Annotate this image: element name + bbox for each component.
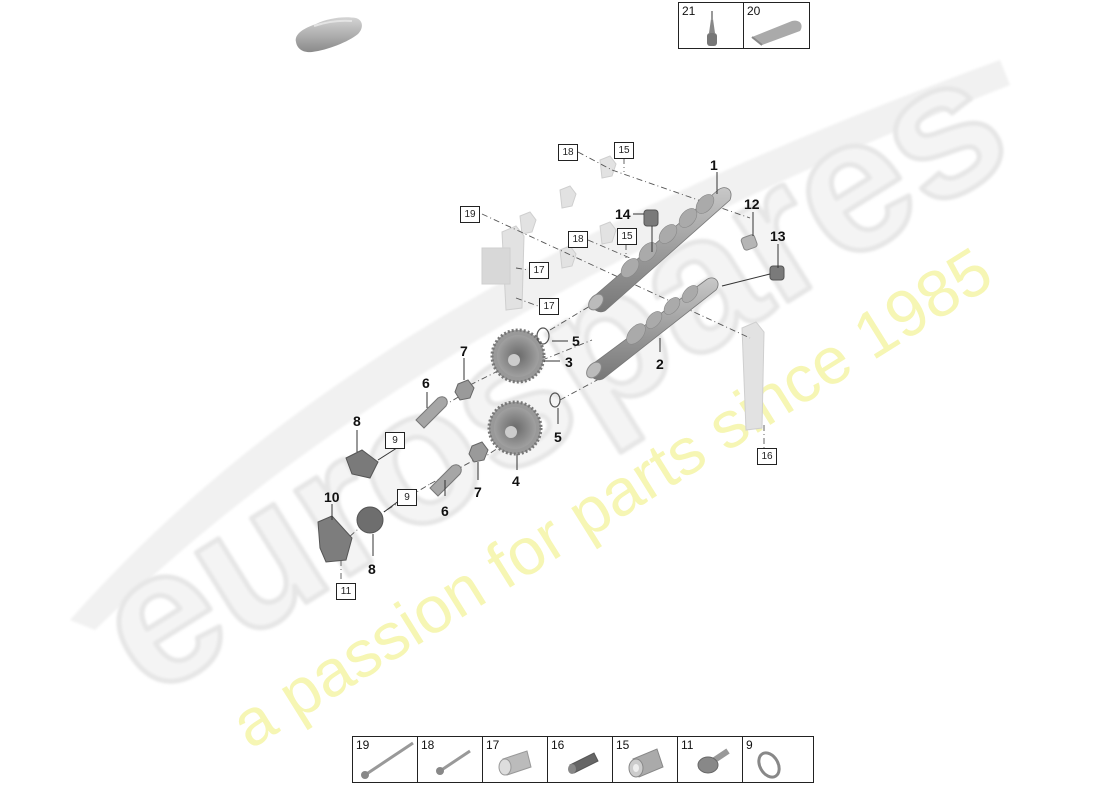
legend-item-20[interactable]: 20 <box>744 3 808 48</box>
nut-7-lower <box>468 441 489 463</box>
legend-ref-number: 9 <box>746 738 753 752</box>
callout-13[interactable]: 13 <box>770 228 786 244</box>
callout-8-lower[interactable]: 8 <box>368 561 376 577</box>
legend-item-18[interactable]: 18 <box>418 737 483 782</box>
callout-4[interactable]: 4 <box>512 473 520 489</box>
callout-14[interactable]: 14 <box>615 206 631 222</box>
legend-item-19[interactable]: 19 <box>353 737 418 782</box>
callout-6-lower[interactable]: 6 <box>441 503 449 519</box>
solenoid-8-upper <box>345 449 379 479</box>
callout-5-lower[interactable]: 5 <box>554 429 562 445</box>
boxref-18-top[interactable]: 18 <box>558 144 578 161</box>
boxref-18-mid[interactable]: 18 <box>568 231 588 248</box>
legend-ref-number: 15 <box>616 738 630 752</box>
plug-13 <box>769 265 785 281</box>
camshaft-adjuster-4 <box>487 400 543 456</box>
bushing-icon <box>628 748 664 778</box>
plug-12 <box>740 234 758 251</box>
dowel-pin-icon <box>568 752 599 774</box>
boxref-9-upper[interactable]: 9 <box>385 432 405 449</box>
legend-item-15[interactable]: 15 <box>613 737 678 782</box>
car-silhouette-icon <box>295 17 362 53</box>
callout-1[interactable]: 1 <box>710 157 718 173</box>
legend-ref-number: 19 <box>356 738 370 752</box>
cap-14 <box>643 209 659 227</box>
legend-item-11[interactable]: 11 <box>678 737 743 782</box>
camshaft-1 <box>588 187 732 313</box>
boxref-16[interactable]: 16 <box>757 448 777 465</box>
callout-7-lower[interactable]: 7 <box>474 484 482 500</box>
top-legend: 21 20 <box>678 2 810 49</box>
callout-5-upper[interactable]: 5 <box>572 333 580 349</box>
sealant-bottle-icon <box>707 11 717 46</box>
o-ring-5-upper <box>536 327 550 345</box>
nut-7-upper <box>454 379 475 401</box>
short-bolt-icon <box>436 749 471 775</box>
seal-ring-icon <box>757 751 781 779</box>
sensor-bracket-10 <box>317 515 353 563</box>
boxref-15-top[interactable]: 15 <box>614 142 634 159</box>
callout-3[interactable]: 3 <box>565 354 573 370</box>
boxref-15-mid[interactable]: 15 <box>617 228 637 245</box>
central-valve-6-upper <box>415 396 448 429</box>
long-bolt-icon <box>361 741 414 779</box>
callout-7-upper[interactable]: 7 <box>460 343 468 359</box>
boxref-9-lower[interactable]: 9 <box>397 489 417 506</box>
central-valve-6-lower <box>429 464 462 497</box>
legend-ref-number: 11 <box>681 738 694 752</box>
legend-ref-number: 20 <box>747 4 761 18</box>
boxref-17-lower[interactable]: 17 <box>539 298 559 315</box>
legend-ref-number: 18 <box>421 738 435 752</box>
solenoid-8-lower <box>356 506 384 534</box>
legend-item-16[interactable]: 16 <box>548 737 613 782</box>
legend-item-9[interactable]: 9 <box>743 737 807 782</box>
camshaft-2 <box>586 277 719 381</box>
callout-10[interactable]: 10 <box>324 489 340 505</box>
sealant-tube-icon <box>751 20 802 46</box>
camshaft-adjuster-3 <box>490 328 546 384</box>
boxref-17-upper[interactable]: 17 <box>529 262 549 279</box>
callout-12[interactable]: 12 <box>744 196 760 212</box>
legend-ref-number: 21 <box>682 4 696 18</box>
legend-ref-number: 17 <box>486 738 500 752</box>
callout-6-upper[interactable]: 6 <box>422 375 430 391</box>
legend-ref-number: 16 <box>551 738 565 752</box>
callout-8-upper[interactable]: 8 <box>353 413 361 429</box>
sleeve-icon <box>498 750 532 776</box>
boxref-11[interactable]: 11 <box>336 583 356 600</box>
legend-item-21[interactable]: 21 <box>679 3 744 48</box>
leader-lines <box>331 172 779 556</box>
boxref-19[interactable]: 19 <box>460 206 480 223</box>
bottom-legend: 19 18 17 16 15 11 <box>352 736 814 783</box>
callout-2[interactable]: 2 <box>656 356 664 372</box>
o-ring-5-lower <box>549 392 561 408</box>
legend-item-17[interactable]: 17 <box>483 737 548 782</box>
flange-bolt-icon <box>697 748 730 774</box>
